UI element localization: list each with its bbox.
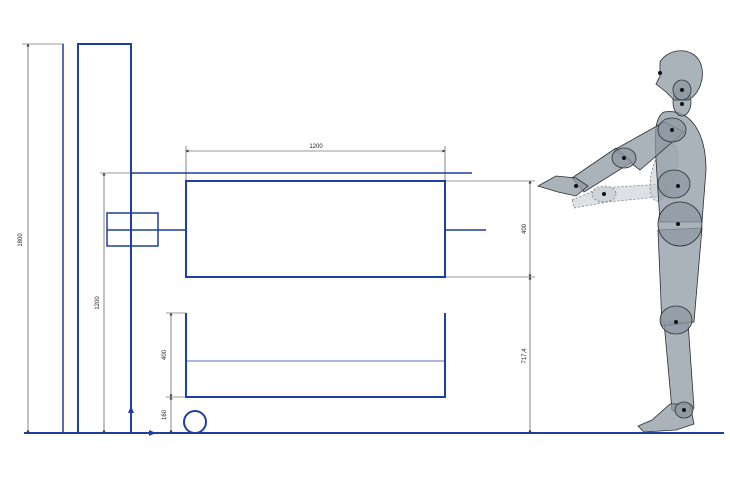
knee-dot: [674, 320, 678, 324]
wrist-dot: [574, 184, 578, 188]
lower-tank: [185, 313, 446, 398]
dimension-label-400-lower: 400: [162, 349, 168, 360]
support-column: [77, 43, 132, 434]
dimension-label-1200-vertical: 1200: [95, 296, 101, 310]
chest-joint: [657, 169, 691, 199]
dimension-tank-length: 1200: [185, 144, 446, 181]
head-joint: [658, 71, 662, 75]
hand: [536, 175, 589, 197]
neck-dot: [680, 102, 684, 106]
dimension-bottom-clearance: 160: [162, 396, 173, 434]
ghost-elbow-dot: [602, 192, 606, 196]
ankle-dot: [682, 408, 686, 412]
human-figure: [536, 50, 707, 433]
dimension-label-1200-horizontal: 1200: [309, 144, 323, 150]
dimension-total-height: 1800: [18, 43, 64, 434]
dimension-lower-tank-height: 400: [162, 312, 186, 398]
dimension-working-height: 717,4: [522, 276, 532, 434]
hip-dot: [676, 222, 680, 226]
upper-tank: [185, 180, 446, 278]
elbow-dot: [622, 156, 626, 160]
dimension-label-1800: 1800: [18, 233, 24, 247]
origin-axis-marker: [128, 406, 156, 436]
dimension-rail-height: 1200: [95, 172, 133, 434]
dimension-label-717-4: 717,4: [522, 348, 528, 364]
dimension-label-160: 160: [162, 409, 168, 420]
dimension-label-400-upper: 400: [522, 223, 528, 234]
shoulder-dot: [670, 128, 674, 132]
chest-dot: [676, 184, 680, 188]
leg-lower: [663, 321, 695, 417]
trolley-wheel: [183, 410, 207, 434]
dimension-upper-tank-height: 400: [445, 180, 535, 278]
head-neck-dot: [680, 88, 684, 92]
